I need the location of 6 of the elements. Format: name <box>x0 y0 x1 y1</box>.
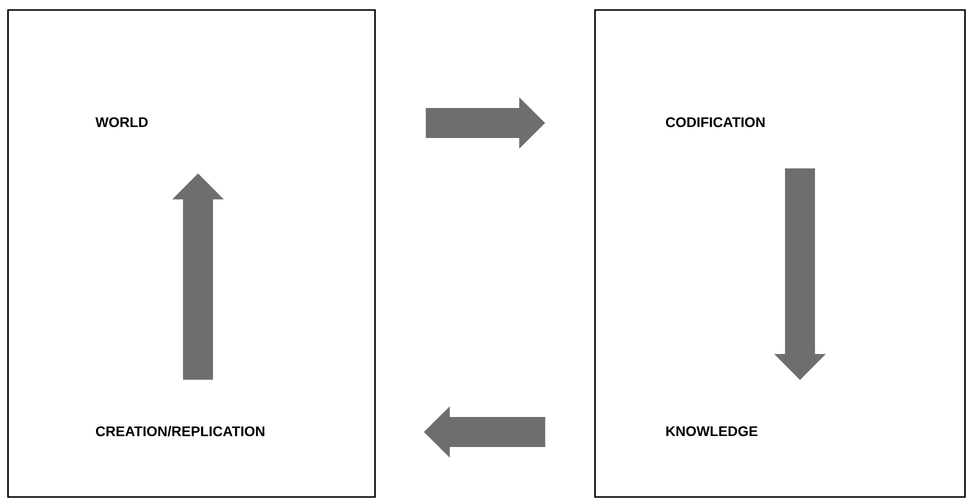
label-text: CODIFICATION <box>666 117 765 128</box>
label-text: WORLD <box>95 117 148 128</box>
panel-box <box>594 9 966 498</box>
label-text: KNOWLEDGE <box>666 426 758 436</box>
panel-box <box>7 9 376 498</box>
label-text: CREATION/REPLICATION <box>96 426 264 436</box>
